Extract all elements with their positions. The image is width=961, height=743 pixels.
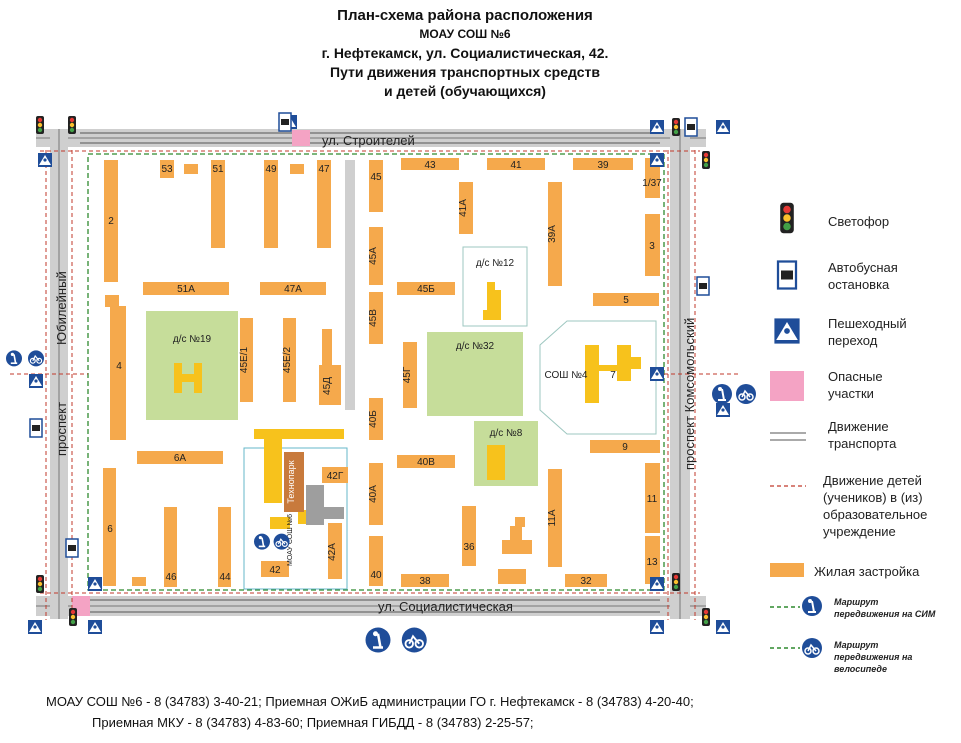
danger-zone-top <box>292 130 310 146</box>
footer-contacts-1: МОАУ СОШ №6 - 8 (34783) 3-40-21; Приемна… <box>46 694 694 709</box>
building-41a: 41А <box>458 199 469 217</box>
kindergarten-32 <box>427 332 523 416</box>
legend-crossing-2: переход <box>828 333 878 348</box>
footer-contacts-2: Приемная МКУ - 8 (34783) 4-83-60; Приемн… <box>92 715 534 730</box>
legend-sim-2: передвижения на СИМ <box>834 609 936 619</box>
street-socialisticheskaya: ул. Социалистическая <box>378 599 513 614</box>
legend-danger-2: участки <box>828 386 874 401</box>
building-40b: 40Б <box>368 410 379 428</box>
street-prospekt-left: проспект <box>54 402 69 456</box>
street-stroiteley: ул. Строителей <box>322 133 415 148</box>
building-45b: 45Б <box>417 284 435 295</box>
building-44: 44 <box>219 572 231 583</box>
title-line-2: МОАУ СОШ №6 <box>419 27 511 41</box>
building-5: 5 <box>623 295 629 306</box>
legend-children-1: Движение детей <box>823 473 922 488</box>
building-41: 41 <box>510 160 522 171</box>
building-45a: 45А <box>368 247 379 265</box>
building-51: 51 <box>212 164 224 175</box>
building-42: 42 <box>269 565 281 576</box>
label-kindergarten-12: д/с №12 <box>476 258 515 269</box>
label-kindergarten-8: д/с №8 <box>490 428 523 439</box>
building-40: 40 <box>370 570 382 581</box>
title-line-5: и детей (обучающихся) <box>384 83 546 99</box>
building-2: 2 <box>108 216 114 227</box>
label-kindergarten-32: д/с №32 <box>456 341 495 352</box>
building-47: 47 <box>318 164 330 175</box>
kindergarten-19 <box>146 311 238 420</box>
legend-children-2: (учеников) в (из) <box>823 490 923 505</box>
legend-transport-1: Движение <box>828 419 889 434</box>
title-line-4: Пути движения транспортных средств <box>330 64 600 80</box>
building-39: 39 <box>597 160 609 171</box>
label-school-6: МОАУ СОШ №6 <box>287 514 294 566</box>
legend-bus-stop-2: остановка <box>828 277 890 292</box>
building-45g: 45Г <box>402 366 413 383</box>
legend-bus-stop-1: Автобусная <box>828 260 898 275</box>
building-40v: 40В <box>417 457 435 468</box>
building-11a: 11А <box>547 509 558 526</box>
technopark-building <box>284 452 304 512</box>
street-komsomolsky: проспект Комсомольский <box>682 318 697 470</box>
legend-housing: Жилая застройка <box>814 564 920 579</box>
building-45: 45 <box>370 172 382 183</box>
building-45e2: 45Е/2 <box>282 346 293 373</box>
building-46: 46 <box>165 572 177 583</box>
legend-bike-3: велосипеде <box>834 664 887 674</box>
map-title: План-схема района расположения МОАУ СОШ … <box>250 6 680 101</box>
legend-transport-2: транспорта <box>828 436 897 451</box>
building-6a: 6А <box>174 453 187 464</box>
label-school-4: СОШ №4 <box>544 370 587 381</box>
building-3: 3 <box>649 241 655 252</box>
building-7: 7 <box>610 370 616 381</box>
building-6: 6 <box>107 524 113 535</box>
legend-sim-1: Маршрут <box>834 597 878 607</box>
legend <box>770 202 823 659</box>
legend-bike-2: передвижения на <box>834 652 912 662</box>
building-43: 43 <box>424 160 436 171</box>
housing-blocks <box>103 158 660 587</box>
building-45d: 45Д <box>322 377 333 395</box>
building-49: 49 <box>265 164 277 175</box>
building-42g: 42Г <box>327 471 344 482</box>
title-line-1: План-схема района расположения <box>337 7 593 24</box>
kindergarten-12-area <box>462 246 528 327</box>
building-36: 36 <box>463 542 475 553</box>
building-40a: 40А <box>368 485 379 503</box>
building-32: 32 <box>580 576 592 587</box>
building-13: 13 <box>646 557 658 568</box>
legend-children-4: учреждение <box>823 524 896 539</box>
school-4-area <box>539 320 657 435</box>
building-4: 4 <box>116 361 122 372</box>
building-42a: 42А <box>327 543 338 561</box>
legend-children-3: образовательное <box>823 507 927 522</box>
building-39a: 39А <box>547 225 558 243</box>
sim-route <box>87 153 665 591</box>
building-47a: 47А <box>284 284 302 295</box>
building-11: 11 <box>647 494 658 505</box>
children-route <box>10 150 740 620</box>
kindergarten-8 <box>474 421 538 486</box>
building-1-37: 1/37 <box>642 178 662 189</box>
school-6-area <box>243 447 348 590</box>
legend-danger-1: Опасные <box>828 369 883 384</box>
legend-traffic-light: Светофор <box>828 214 889 229</box>
title-line-3: г. Нефтекамск, ул. Социалистическая, 42. <box>321 45 609 61</box>
building-51a: 51А <box>177 284 195 295</box>
label-kindergarten-19: д/с №19 <box>173 334 212 345</box>
building-45v: 45В <box>368 309 379 327</box>
label-technopark: Технопарк <box>286 460 296 503</box>
street-yubileyny: Юбилейный <box>54 271 69 345</box>
building-38: 38 <box>419 576 431 587</box>
building-9: 9 <box>622 442 628 453</box>
building-53: 53 <box>161 164 173 175</box>
legend-crossing-1: Пешеходный <box>828 316 907 331</box>
building-45e1: 45Е/1 <box>239 346 250 373</box>
legend-bike-1: Маршрут <box>834 640 878 650</box>
